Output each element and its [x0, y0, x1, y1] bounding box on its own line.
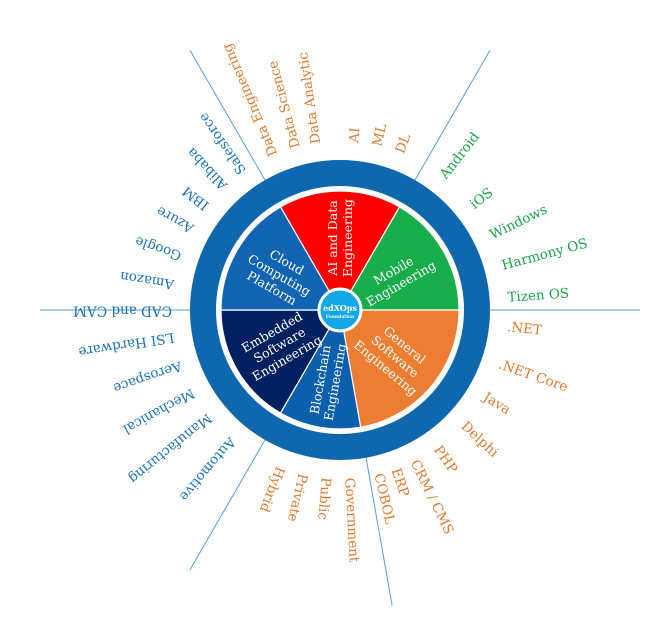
outer-label-aerospace: Aerospace	[111, 357, 185, 396]
outer-label-net: .NET	[506, 319, 542, 339]
outer-label-java: Java	[478, 388, 513, 418]
segment-cloud-computing-platform	[220, 206, 342, 311]
divider-line	[363, 447, 393, 606]
segment-label: AI and DataEngineering	[325, 199, 355, 277]
group-dividers	[40, 49, 640, 606]
outer-label-ios: iOS	[467, 185, 496, 213]
outer-label-amazon: Amazon	[119, 268, 177, 293]
outer-label-google: Google	[133, 233, 184, 264]
center-title: edXOps	[323, 303, 357, 313]
divider-line	[409, 49, 491, 190]
divider-line	[189, 430, 271, 571]
outer-label-php: PHP	[430, 443, 460, 477]
outer-label-ml: ML	[370, 122, 391, 148]
segment-embedded-software-engineering	[220, 309, 342, 414]
outer-label-ai: AI	[346, 127, 363, 144]
outer-label-delphi: Delphi	[458, 418, 502, 461]
segment-general-software-engineering	[339, 309, 460, 428]
center-circle	[317, 287, 363, 333]
outer-label-ibm: IBM	[179, 183, 212, 214]
outer-label-net-core: .NET Core	[496, 357, 569, 396]
outer-label-cad-and-cam: CAD and CAM	[73, 303, 172, 319]
divider-line	[189, 49, 271, 190]
segment-mobile-engineering	[338, 206, 460, 311]
outer-label-azure: Azure	[154, 203, 198, 237]
segment-blockchain-engineering	[279, 308, 362, 430]
outer-label-tizen-os: Tizen OS	[507, 285, 570, 305]
center-subtitle: Foundation	[326, 314, 355, 320]
outer-label-dl: DL	[392, 132, 414, 156]
outer-label-government: Government	[341, 477, 361, 563]
outer-label-public: Public	[314, 477, 334, 521]
segment-ai-and-data-engineering	[279, 190, 401, 312]
outer-label-harmony-os: Harmony OS	[500, 235, 589, 273]
outer-label-windows: Windows	[487, 202, 550, 244]
outer-label-lsi-hardware: LSI Hardware	[77, 329, 175, 360]
outer-label-private: Private	[284, 472, 311, 523]
outer-label-android: Android	[436, 129, 483, 183]
segments	[220, 190, 460, 430]
outer-label-hybrid: Hybrid	[256, 464, 288, 514]
